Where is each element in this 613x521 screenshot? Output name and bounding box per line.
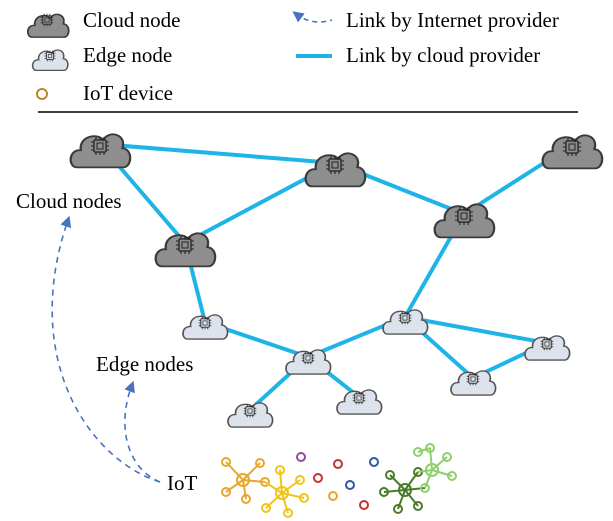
legend-cloud-link-label: Link by cloud provider	[346, 43, 540, 67]
internet-link-arrow-to-edge	[124, 380, 161, 483]
legend: Cloud node Edge node IoT device Link by …	[28, 8, 559, 105]
cloud-node	[71, 134, 131, 167]
edge-nodes-label: Edge nodes	[96, 352, 193, 376]
edge-node	[228, 403, 273, 427]
iot-cluster-orange	[221, 457, 270, 504]
legend-cloud-node-label: Cloud node	[83, 8, 180, 32]
cloud-nodes-label: Cloud nodes	[16, 189, 122, 213]
cloud-node	[156, 233, 216, 266]
iot-device	[296, 452, 306, 462]
cloud-node	[435, 204, 495, 237]
legend-edge-node-label: Edge node	[83, 43, 172, 67]
legend-internet-link-label: Link by Internet provider	[346, 8, 559, 32]
iot-device	[359, 500, 369, 510]
iot-cluster-yellow	[261, 465, 309, 518]
edge-node	[183, 315, 228, 339]
iot-cluster-lightgreen	[413, 443, 457, 493]
internet-link-arrow-to-cloud	[51, 215, 161, 483]
iot-device	[345, 480, 355, 490]
edge-node	[451, 371, 496, 395]
legend-iot-device-icon	[36, 88, 48, 100]
iot-device	[333, 459, 343, 469]
edge-node	[383, 310, 428, 334]
cloud-link	[98, 142, 337, 165]
iot-device	[369, 457, 379, 467]
iot-device	[313, 473, 323, 483]
cloud-node	[543, 135, 603, 168]
cloud-link	[403, 315, 549, 345]
cloud-node	[306, 153, 366, 186]
legend-internet-link-icon	[292, 11, 333, 23]
iot-label: IoT	[167, 471, 197, 495]
iot-device	[328, 491, 338, 501]
iot-cluster-darkgreen	[379, 467, 426, 514]
edge-node	[337, 390, 382, 414]
legend-iot-device-label: IoT device	[83, 81, 173, 105]
iot-devices	[221, 443, 457, 518]
